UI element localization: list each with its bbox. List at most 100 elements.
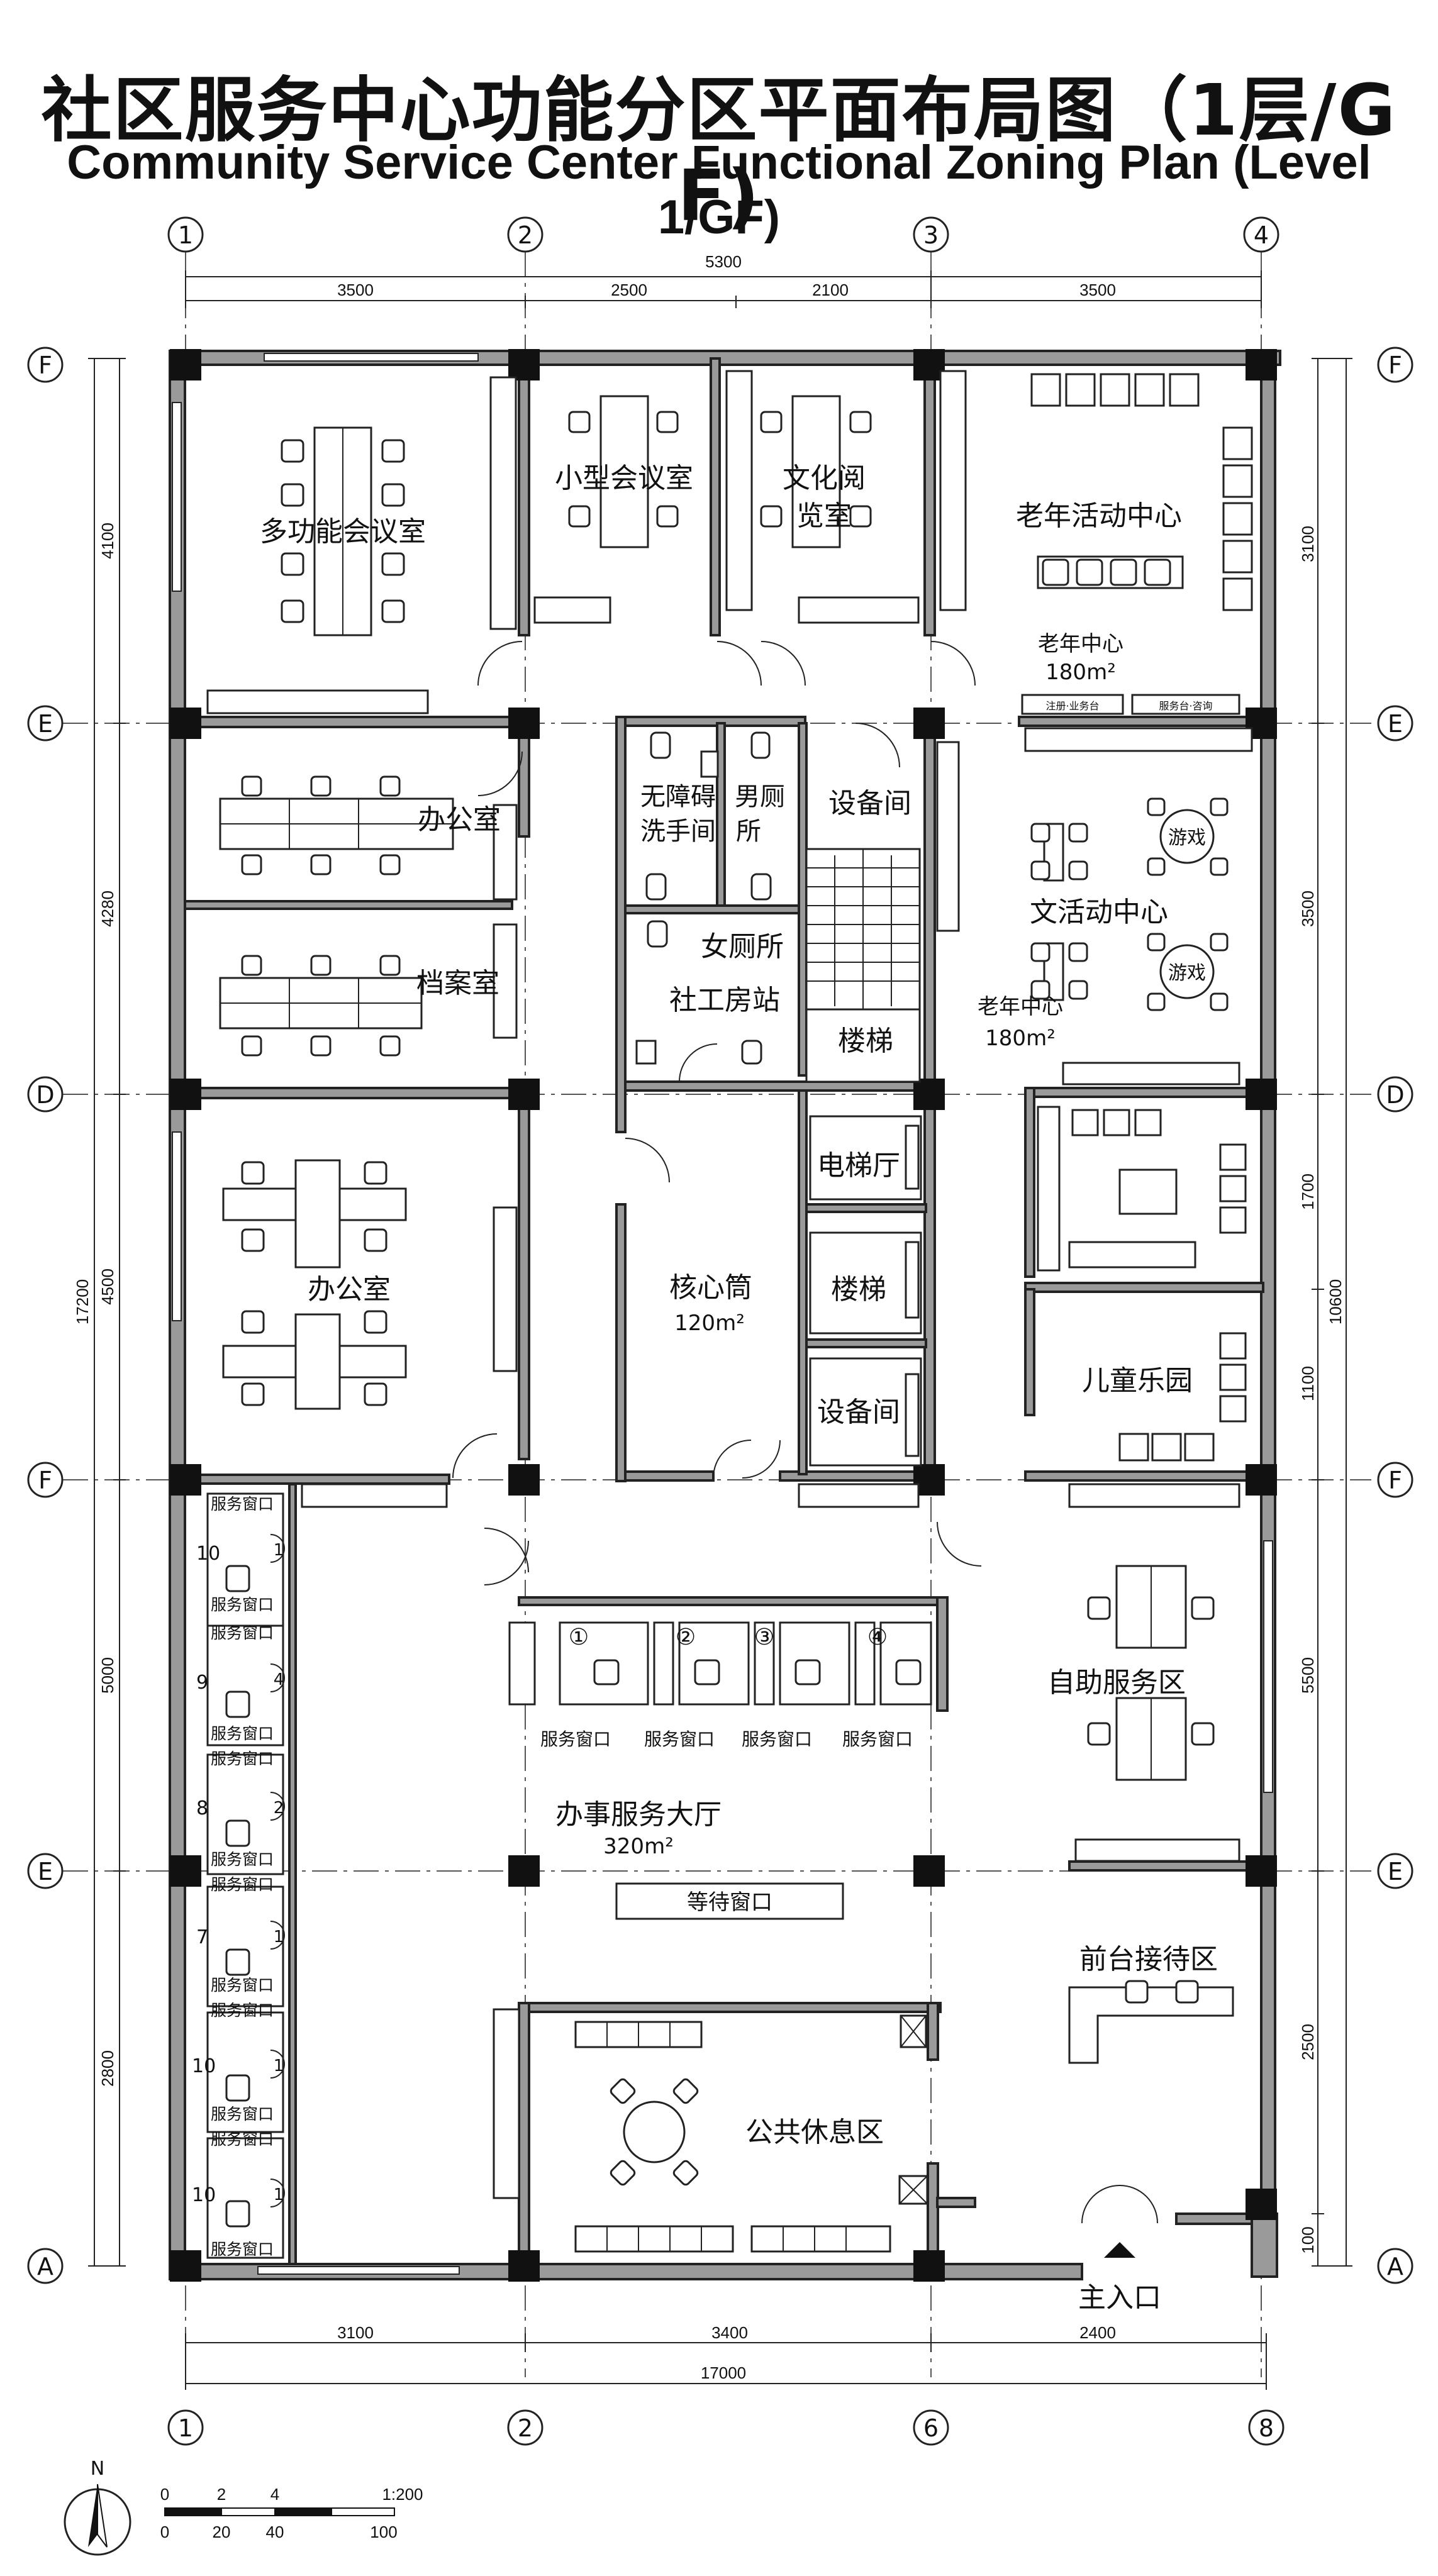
dim-top-seg: 3500 — [337, 280, 374, 299]
furniture-culture-activity — [936, 741, 1240, 1085]
dim-right-seg: 2500 — [1298, 2024, 1317, 2060]
room-labels: 多功能会议室 小型会议室 文化阅 览室 老年活动中心 老年中心 180m² 办公… — [260, 462, 1218, 2314]
column — [170, 1855, 201, 1887]
equipment-room — [809, 1357, 922, 1467]
seat — [1071, 1109, 1099, 1136]
north-label: N — [91, 2458, 104, 2480]
entrance-arrow-icon — [1104, 2242, 1135, 2258]
dimensions-right: 10600 3100 3500 1700 1100 5500 2500 100 — [1298, 358, 1352, 2267]
north-arrow-icon — [97, 2484, 108, 2548]
column — [913, 1079, 945, 1110]
scale-tick: 100 — [370, 2523, 397, 2541]
axis-label: F — [38, 1467, 52, 1494]
toilet — [750, 873, 772, 901]
label-equipment-2: 设备间 — [817, 1396, 900, 1428]
axis-bubble — [913, 2409, 949, 2446]
axis-bubble — [167, 2409, 204, 2446]
cabinet — [493, 923, 518, 1039]
chair — [1191, 1722, 1215, 1746]
chair — [225, 1690, 250, 1718]
stair-landing — [805, 1008, 921, 1083]
stair — [809, 1231, 922, 1335]
window-number: ① — [569, 1624, 589, 1650]
service-window-label: 服务窗口 — [211, 1724, 274, 1743]
cabinet — [936, 741, 960, 932]
cabinet — [489, 376, 517, 630]
label-elderly-area: 老年中心 — [1038, 631, 1123, 657]
chair — [379, 854, 401, 875]
axis-label: E — [38, 710, 53, 738]
axis-bubble — [1377, 347, 1413, 383]
service-counter-divider — [854, 1621, 876, 1706]
axis-bubble — [27, 1853, 64, 1889]
dim-right-seg: 3500 — [1298, 891, 1317, 927]
dim-left-seg: 4280 — [98, 891, 117, 927]
sofa-seat — [1222, 502, 1253, 536]
service-window-label: 服务窗口 — [211, 2240, 274, 2258]
partition — [184, 1087, 526, 1099]
chair — [381, 599, 405, 623]
service-window-label: 服务窗口 — [644, 1729, 715, 1750]
window-badge: 2 — [274, 1799, 284, 1818]
window-south — [257, 2266, 460, 2275]
axis-label: 1 — [178, 2414, 193, 2442]
window-badge: 1 — [274, 2057, 284, 2075]
chair — [1147, 992, 1166, 1011]
badge-arc — [270, 1792, 285, 1821]
chair — [1030, 980, 1051, 1000]
service-desk — [1131, 694, 1240, 715]
cabinet — [1037, 1106, 1061, 1272]
dim-left-seg: 5000 — [98, 1657, 117, 1694]
elevator-door — [905, 1124, 920, 1190]
axis-bubble — [1248, 2409, 1285, 2446]
bench — [1068, 1241, 1196, 1269]
door-swing — [742, 1440, 781, 1479]
partition — [805, 1203, 927, 1213]
dimensions-bottom: 3100 3400 2400 17000 — [185, 2323, 1267, 2390]
label-multi-meeting: 多功能会议室 — [260, 516, 426, 548]
column — [170, 708, 201, 739]
dim-right-total: 10600 — [1326, 1279, 1345, 1324]
partition — [518, 1093, 530, 1460]
partition — [1024, 1470, 1264, 1482]
window-number: ③ — [754, 1624, 774, 1650]
scale-ratio: 1:200 — [382, 2485, 423, 2504]
window-east — [1263, 1540, 1273, 1793]
seat — [1219, 1363, 1247, 1391]
chair — [1030, 823, 1051, 843]
partition — [1018, 716, 1264, 727]
axis-label: 8 — [1259, 2414, 1274, 2442]
chair — [225, 1948, 250, 1976]
chair — [1076, 558, 1103, 586]
equipment-cabinet — [905, 1373, 920, 1457]
chair — [381, 552, 405, 576]
chair — [1030, 860, 1051, 880]
label-mens-2: 所 — [736, 817, 761, 846]
partition — [184, 900, 513, 910]
axis-label: E — [1388, 1858, 1403, 1885]
dim-left-seg: 2800 — [98, 2050, 117, 2087]
chair — [281, 599, 304, 623]
dimensions-left: 17200 4100 4280 4500 5000 2800 — [73, 358, 126, 2267]
window-badge: 1 — [274, 2185, 284, 2204]
chair — [1030, 942, 1051, 962]
chair — [364, 1310, 387, 1334]
axis-label: F — [38, 352, 52, 379]
scale-tick: 20 — [213, 2523, 231, 2541]
chair — [1087, 1722, 1111, 1746]
scale-tick: 2 — [217, 2485, 226, 2504]
partition — [1024, 1087, 1035, 1278]
door-swing — [930, 641, 976, 686]
column — [508, 708, 540, 739]
sofa-seat — [1222, 540, 1253, 574]
dim-top-total: 5300 — [705, 252, 742, 271]
chair — [241, 1035, 262, 1057]
label-elderly-area: 老年中心 — [978, 994, 1063, 1019]
chair — [1087, 1596, 1111, 1620]
service-window-label: 服务窗口 — [211, 1624, 274, 1642]
service-booth — [206, 2011, 284, 2133]
dim-bottom-seg: 2400 — [1079, 2323, 1116, 2342]
cabinet — [508, 1621, 536, 1706]
partition — [624, 1470, 715, 1482]
chair — [1191, 1596, 1215, 1620]
